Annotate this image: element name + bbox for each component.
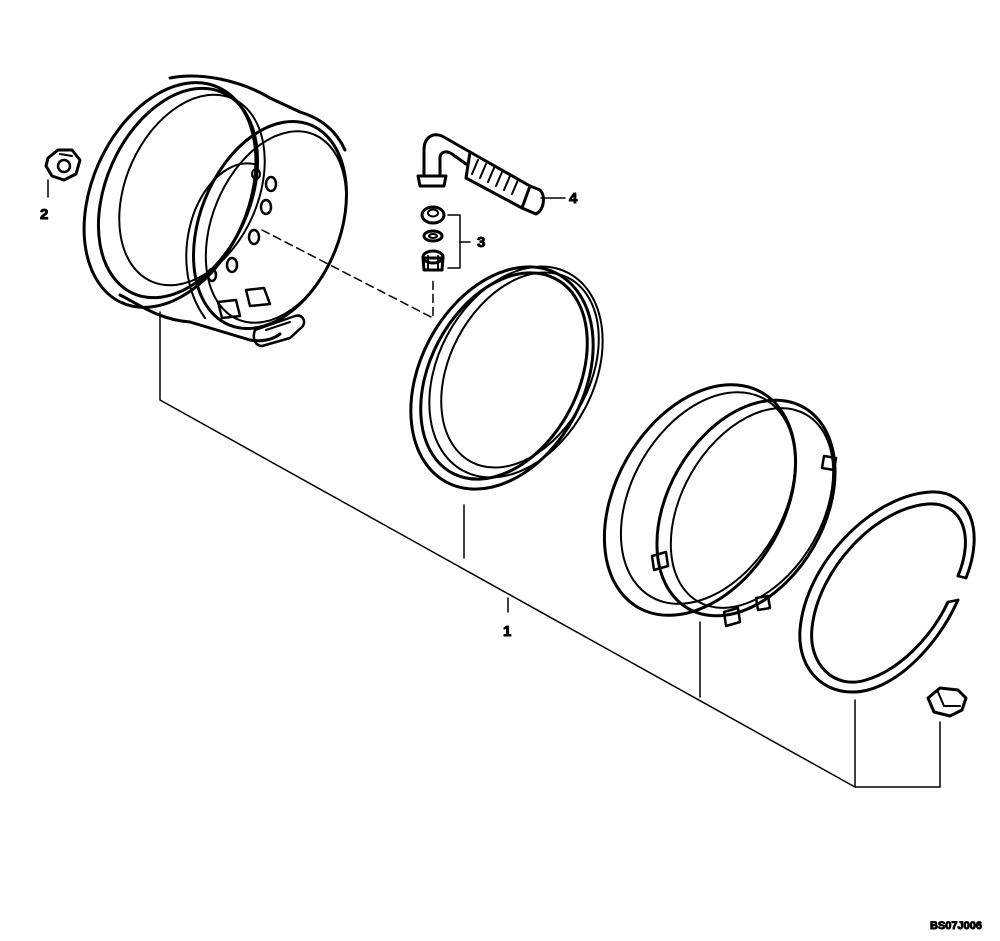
valve-washer-set-part-3 bbox=[420, 205, 446, 272]
hex-nut-part-2 bbox=[44, 148, 82, 182]
callout-label-4: 4 bbox=[569, 190, 578, 207]
flange-ring bbox=[602, 383, 838, 628]
wedge-key bbox=[926, 686, 968, 718]
side-ring bbox=[409, 265, 604, 491]
assembly-dashed-line bbox=[261, 229, 434, 319]
callout-label-3: 3 bbox=[477, 234, 485, 251]
callout-label-2: 2 bbox=[40, 206, 48, 223]
wheel-rim bbox=[82, 74, 348, 348]
callout-leaders bbox=[47, 179, 941, 788]
lock-ring bbox=[798, 490, 976, 694]
callout-label-1: 1 bbox=[503, 623, 511, 640]
drawing-reference-code: BS07J006 bbox=[930, 920, 982, 932]
valve-stem-part-4 bbox=[416, 133, 545, 216]
